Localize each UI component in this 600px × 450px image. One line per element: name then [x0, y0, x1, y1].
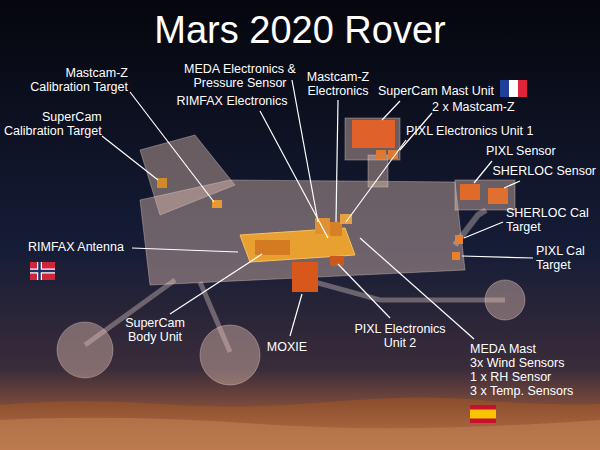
callout-label: Mastcam-Z Calibration Target: [30, 66, 128, 94]
label-line: Electronics: [307, 84, 370, 98]
label-line: SHERLOC Sensor: [492, 164, 596, 178]
rover-wheel: [57, 322, 113, 378]
label-line: RIMFAX Electronics: [176, 94, 287, 108]
leader-line: [474, 161, 492, 183]
leader-line: [462, 256, 533, 258]
label-line: Target: [506, 220, 589, 234]
label-line: MEDA Electronics &: [184, 62, 296, 76]
mars-ground: [0, 397, 600, 450]
label-line: RIMFAX Antenna: [28, 240, 124, 254]
label-line: Calibration Target: [4, 124, 102, 138]
instrument-parts: [157, 120, 508, 292]
label-line: Body Unit: [125, 330, 185, 344]
pixl-cal-target: [452, 252, 460, 260]
leader-line: [336, 100, 338, 222]
leader-line: [338, 264, 390, 318]
rover-body: [57, 118, 525, 385]
mastcam-z-camera: [376, 150, 386, 159]
label-line: Target: [536, 258, 585, 272]
pixl-electronics: [330, 256, 344, 266]
france-flag: [500, 80, 527, 97]
label-line: Pressure Sensor: [184, 76, 296, 90]
callout-label: SuperCam Calibration Target: [4, 110, 102, 138]
rover-wheel: [200, 325, 260, 385]
label-line: 2 x Mastcam-Z: [432, 100, 515, 114]
leader-line: [504, 181, 520, 188]
label-line: 3 x Temp. Sensors: [470, 384, 573, 398]
flag-stripe: [518, 80, 527, 97]
leader-lines: [102, 80, 533, 339]
label-line: SuperCam: [125, 316, 185, 330]
flag-cross: [30, 270, 55, 273]
mastcam-z-electronics: [330, 222, 342, 236]
supercam-cal-target: [157, 178, 167, 188]
leader-line: [170, 254, 262, 314]
moxie-box: [292, 262, 318, 292]
leader-line: [464, 222, 503, 238]
leader-line: [290, 294, 302, 336]
callout-label: SHERLOC Sensor: [492, 164, 596, 178]
callout-label: RIMFAX Electronics: [176, 94, 287, 108]
callout-label: SuperCam Mast Unit: [378, 84, 494, 98]
label-line: PIXL Electronics Unit 1: [406, 124, 533, 138]
callout-label: MEDA Electronics & Pressure Sensor: [184, 62, 296, 90]
mars-ground: [0, 418, 600, 450]
arm-turret: [455, 180, 515, 210]
robotic-arm: [455, 210, 486, 245]
flag-stripe: [500, 80, 509, 97]
leader-line: [292, 80, 318, 222]
callout-label: PIXL Electronics Unit 1: [406, 124, 533, 138]
leader-line: [102, 136, 158, 180]
label-line: 1 x RH Sensor: [470, 370, 573, 384]
callout-label: 2 x Mastcam-Z: [432, 100, 515, 114]
callout-label: RIMFAX Antenna: [28, 240, 124, 254]
label-line: MEDA Mast: [470, 342, 573, 356]
label-line: SuperCam Mast Unit: [378, 84, 494, 98]
leader-line: [260, 111, 328, 238]
leader-line: [346, 140, 406, 222]
callout-label: SHERLOC Cal Target: [506, 206, 589, 234]
leader-line: [382, 101, 400, 120]
sherloc-cal-target: [455, 235, 463, 244]
flag-field: [30, 262, 55, 280]
label-line: 3x Wind Sensors: [470, 356, 573, 370]
label-line: MOXIE: [267, 340, 307, 354]
callout-label: SuperCam Body Unit: [125, 316, 185, 344]
flag-stripe: [470, 410, 496, 419]
rover-wheel: [485, 280, 525, 320]
label-line: PIXL Electronics: [354, 322, 445, 336]
label-line: PIXL Sensor: [486, 144, 556, 158]
flag-cross: [30, 269, 55, 274]
label-line: Mastcam-Z: [30, 66, 128, 80]
label-line: Calibration Target: [30, 80, 128, 94]
label-line: SHERLOC Cal: [506, 206, 589, 220]
callout-label: PIXL Sensor: [486, 144, 556, 158]
pixl-sensor: [460, 184, 480, 200]
label-line: SuperCam: [4, 110, 102, 124]
callout-label: PIXL Electronics Unit 2: [354, 322, 445, 350]
supercam-mast-unit: [352, 120, 395, 148]
norway-flag: [30, 262, 55, 280]
label-line: Unit 2: [354, 336, 445, 350]
leader-line: [132, 248, 238, 252]
callout-label: PIXL Cal Target: [536, 244, 585, 272]
flag-stripe: [509, 80, 518, 97]
supercam-body-unit: [255, 240, 290, 255]
flag-stripe: [470, 405, 496, 423]
callout-label: MOXIE: [267, 340, 307, 354]
callout-label: MEDA Mast 3x Wind Sensors 1 x RH Sensor …: [470, 342, 573, 398]
leader-line: [130, 92, 214, 202]
spain-flag: [470, 405, 496, 423]
sherloc-sensor: [488, 188, 508, 204]
label-line: PIXL Cal: [536, 244, 585, 258]
diagram-title: Mars 2020 Rover: [0, 8, 600, 52]
mast-head: [345, 118, 400, 160]
callout-label: Mastcam-Z Electronics: [307, 70, 370, 98]
label-line: Mastcam-Z: [307, 70, 370, 84]
